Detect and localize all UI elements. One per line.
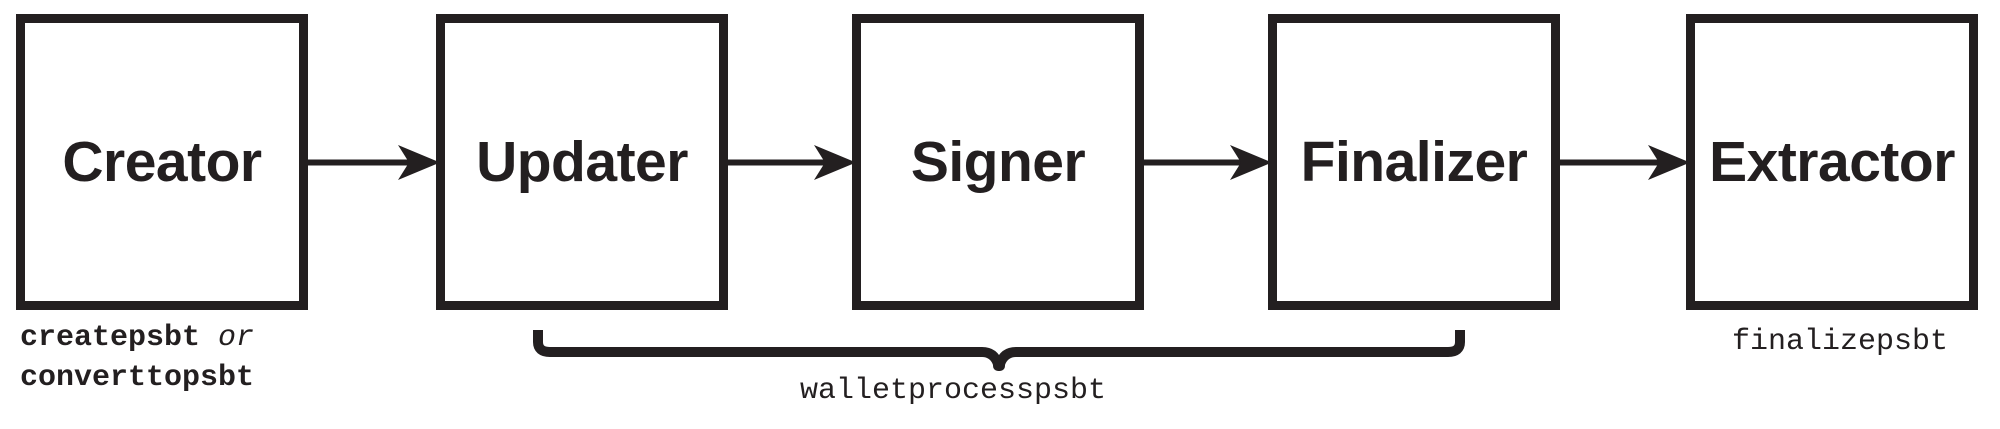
stage-label-updater: Updater bbox=[476, 129, 688, 194]
stage-label-signer: Signer bbox=[910, 129, 1086, 194]
stage-label-creator: Creator bbox=[62, 129, 262, 194]
conjunction-or: or bbox=[218, 321, 255, 355]
caption-walletprocesspsbt: walletprocesspsbt bbox=[800, 372, 1106, 410]
stage-label-extractor: Extractor bbox=[1709, 129, 1955, 194]
caption-finalizepsbt: finalizepsbt bbox=[1732, 322, 1948, 362]
arrow-right-icon-finalizer-to-extractor bbox=[1554, 140, 1690, 185]
stage-box-finalizer: Finalizer bbox=[1268, 14, 1560, 310]
stage-box-extractor: Extractor bbox=[1686, 14, 1978, 310]
arrow-right-icon-updater-to-signer bbox=[722, 140, 856, 185]
stage-box-signer: Signer bbox=[852, 14, 1144, 310]
stage-box-creator: Creator bbox=[16, 14, 308, 310]
arrow-right-icon-creator-to-updater bbox=[306, 140, 440, 185]
curly-brace-icon-walletprocesspsbt-span bbox=[530, 322, 1466, 374]
caption-creator-line-2: converttopsbt bbox=[20, 358, 254, 398]
stage-box-updater: Updater bbox=[436, 14, 728, 310]
command-createpsbt: createpsbt bbox=[20, 321, 201, 355]
command-converttopsbt: converttopsbt bbox=[20, 361, 255, 395]
arrow-right-icon-signer-to-finalizer bbox=[1138, 140, 1272, 185]
command-finalizepsbt: finalizepsbt bbox=[1732, 325, 1949, 359]
stage-label-finalizer: Finalizer bbox=[1300, 129, 1528, 194]
caption-creator-commands: createpsbt or converttopsbt bbox=[20, 318, 254, 398]
command-walletprocesspsbt: walletprocesspsbt bbox=[800, 374, 1107, 408]
caption-creator-line-1: createpsbt or bbox=[20, 318, 254, 358]
